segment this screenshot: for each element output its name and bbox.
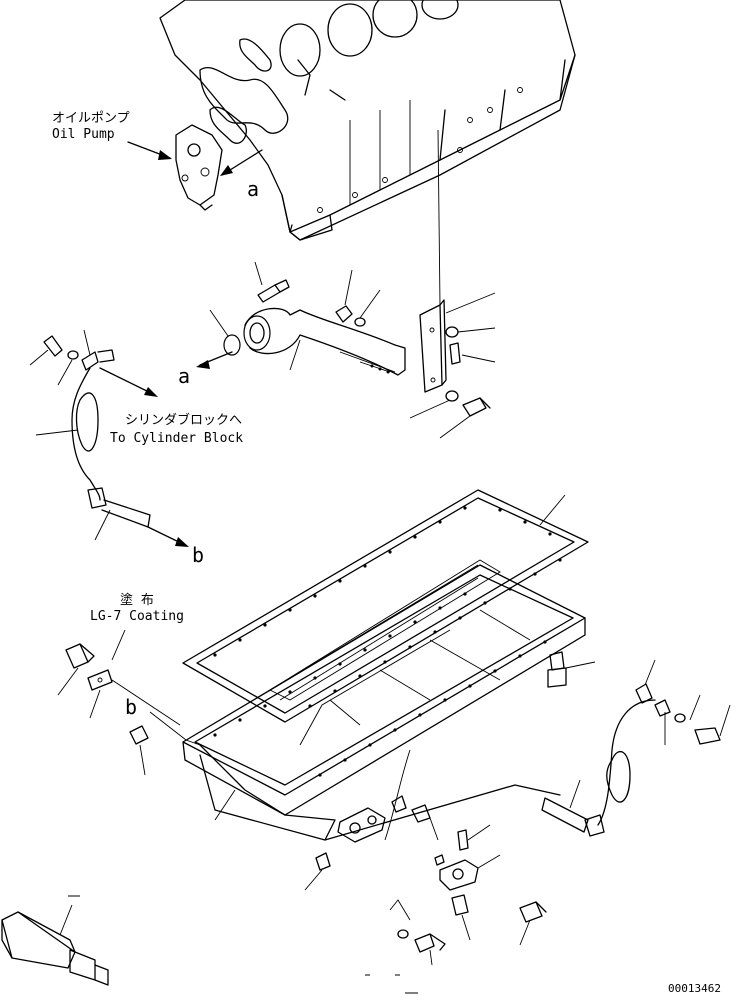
oil-pump (127, 124, 263, 211)
coating-label-jp: 塗 布 (120, 592, 154, 608)
drain-fitting (397, 829, 547, 953)
ref-b-pan: b (125, 695, 137, 719)
ref-a-pipe: a (178, 364, 190, 388)
sensor-cable-left (43, 335, 151, 528)
oil-pan-gasket (182, 489, 589, 723)
oil-pump-label-jp: オイルポンプ (52, 111, 130, 126)
ref-a-top: a (247, 177, 259, 201)
oil-pan (182, 564, 586, 841)
installation-tool (1, 911, 109, 986)
cylinder-block (159, 0, 576, 241)
pipe-bolt (257, 279, 290, 303)
pipe-nut-washer (335, 305, 366, 327)
drawing-number: 00013462 (668, 982, 721, 995)
drain-bolt-right (547, 651, 567, 688)
to-cylinder-jp: シリンダブロックへ (125, 412, 242, 428)
sensor-mount-center (315, 795, 431, 871)
bolt-hole-pattern (213, 506, 562, 777)
sensor-cable-right (541, 683, 721, 837)
coating-label-en: LG-7 Coating (90, 609, 184, 624)
oil-suction-pipe (223, 307, 406, 376)
ref-b-cable: b (192, 543, 204, 567)
to-cylinder-en: To Cylinder Block (110, 431, 243, 446)
coating-bracket (65, 643, 149, 745)
support-bracket (419, 129, 491, 417)
oil-pump-label-en: Oil Pump (52, 127, 115, 142)
